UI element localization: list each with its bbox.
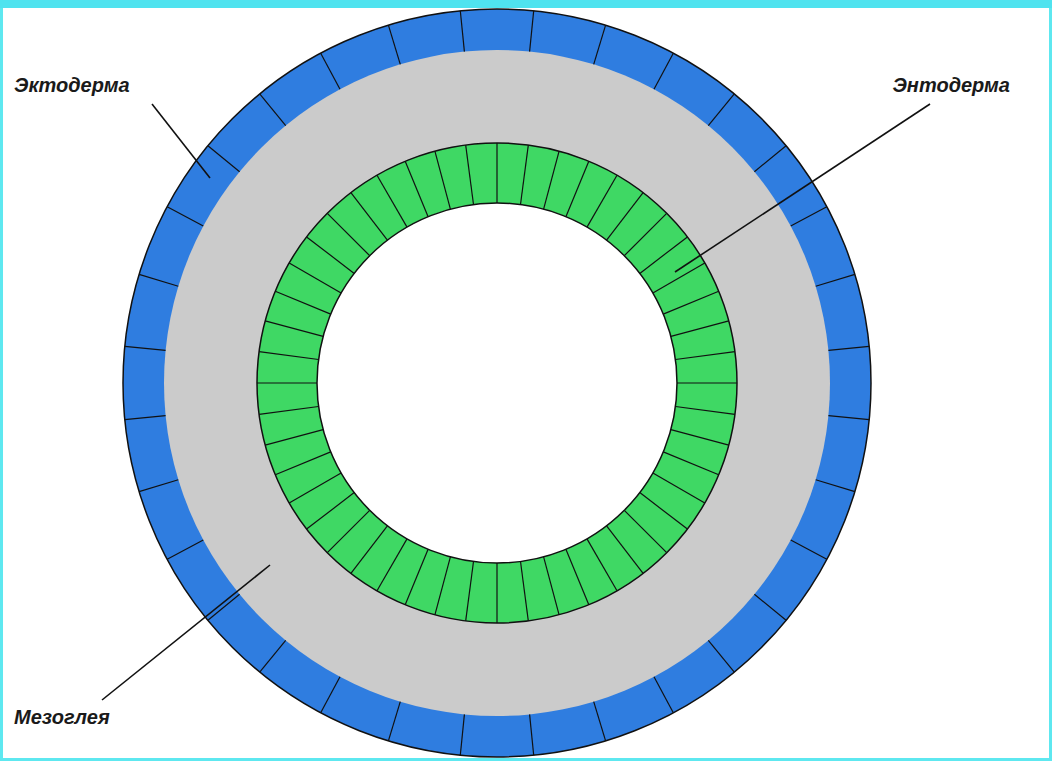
cell-border xyxy=(208,594,240,620)
cell-border xyxy=(405,161,428,216)
cell-border xyxy=(653,473,705,503)
cell-border xyxy=(125,416,166,420)
ectoderm-ring xyxy=(123,9,871,757)
cell-border xyxy=(791,207,827,226)
cell-border xyxy=(544,557,560,615)
cell-border xyxy=(388,25,400,64)
cell-border xyxy=(139,480,178,492)
cell-border xyxy=(327,510,369,552)
cavity xyxy=(317,203,677,563)
mesoglea-label: Мезоглея xyxy=(12,706,112,729)
cell-border xyxy=(624,510,666,552)
top-band xyxy=(0,0,1052,8)
cell-border xyxy=(259,407,318,415)
cell-border xyxy=(139,274,178,286)
cell-border xyxy=(607,526,644,574)
cell-border xyxy=(816,480,855,492)
cell-border xyxy=(435,151,451,209)
cell-border xyxy=(377,175,407,227)
cell-border xyxy=(496,563,497,623)
cell-border xyxy=(257,382,317,383)
cell-border xyxy=(828,416,869,420)
cell-border xyxy=(321,677,340,713)
leader-line xyxy=(102,565,270,700)
ectoderm-label: Эктодерма xyxy=(12,74,132,97)
cell-border xyxy=(460,714,464,755)
cell-border xyxy=(466,562,474,621)
cell-border xyxy=(521,562,529,621)
endoderm-ring xyxy=(257,143,737,623)
cell-border xyxy=(125,346,166,350)
cell-border xyxy=(405,549,428,604)
cell-border xyxy=(289,263,341,293)
cell-border xyxy=(327,213,369,255)
endoderm-label: Энтодерма xyxy=(890,74,1012,97)
cell-border xyxy=(594,702,606,741)
cell-border xyxy=(671,430,729,446)
cell-border xyxy=(289,473,341,503)
cell-border xyxy=(260,640,286,672)
cell-borders xyxy=(125,11,869,755)
cell-border xyxy=(754,594,786,620)
cell-border xyxy=(708,640,734,672)
cell-border xyxy=(754,146,786,172)
cell-border xyxy=(208,146,240,172)
mesoglea xyxy=(164,50,830,716)
cell-border xyxy=(351,193,388,241)
cell-border xyxy=(307,237,355,274)
cell-border xyxy=(791,540,827,559)
cell-border xyxy=(587,175,617,227)
cell-border xyxy=(321,53,340,89)
cell-border xyxy=(587,539,617,591)
cell-border xyxy=(828,346,869,350)
cell-border xyxy=(466,145,474,204)
cell-border xyxy=(624,213,666,255)
cell-border xyxy=(566,549,589,604)
cell-border xyxy=(676,352,735,360)
cell-border xyxy=(544,151,560,209)
cell-border xyxy=(607,193,644,241)
cell-border xyxy=(594,25,606,64)
cell-border xyxy=(677,382,737,383)
cell-border xyxy=(167,207,203,226)
cell-border xyxy=(530,11,534,52)
cell-border xyxy=(351,526,388,574)
cell-border xyxy=(671,321,729,337)
cell-border xyxy=(530,714,534,755)
leader-lines xyxy=(102,104,930,700)
cell-border xyxy=(265,430,323,446)
cell-border xyxy=(640,493,688,529)
cell-border xyxy=(265,321,323,337)
cell-border xyxy=(566,161,589,216)
cell-border xyxy=(663,452,718,475)
leader-line xyxy=(675,104,930,272)
cell-border xyxy=(816,274,855,286)
cell-border xyxy=(654,677,673,713)
cell-border xyxy=(676,407,735,415)
cell-border xyxy=(496,143,497,203)
cell-border xyxy=(521,145,529,204)
cell-border xyxy=(259,352,318,360)
cell-border xyxy=(708,94,734,126)
cell-border xyxy=(663,291,718,314)
cell-border xyxy=(460,11,464,52)
cell-border xyxy=(307,493,355,529)
cell-border xyxy=(260,94,286,126)
cell-border xyxy=(388,702,400,741)
cell-border xyxy=(435,557,451,615)
cell-border xyxy=(275,291,330,314)
cell-border xyxy=(377,539,407,591)
leader-line xyxy=(152,104,210,178)
cell-border xyxy=(275,452,330,475)
cell-border xyxy=(167,540,203,559)
cell-border xyxy=(653,263,705,293)
cell-border xyxy=(654,53,673,89)
